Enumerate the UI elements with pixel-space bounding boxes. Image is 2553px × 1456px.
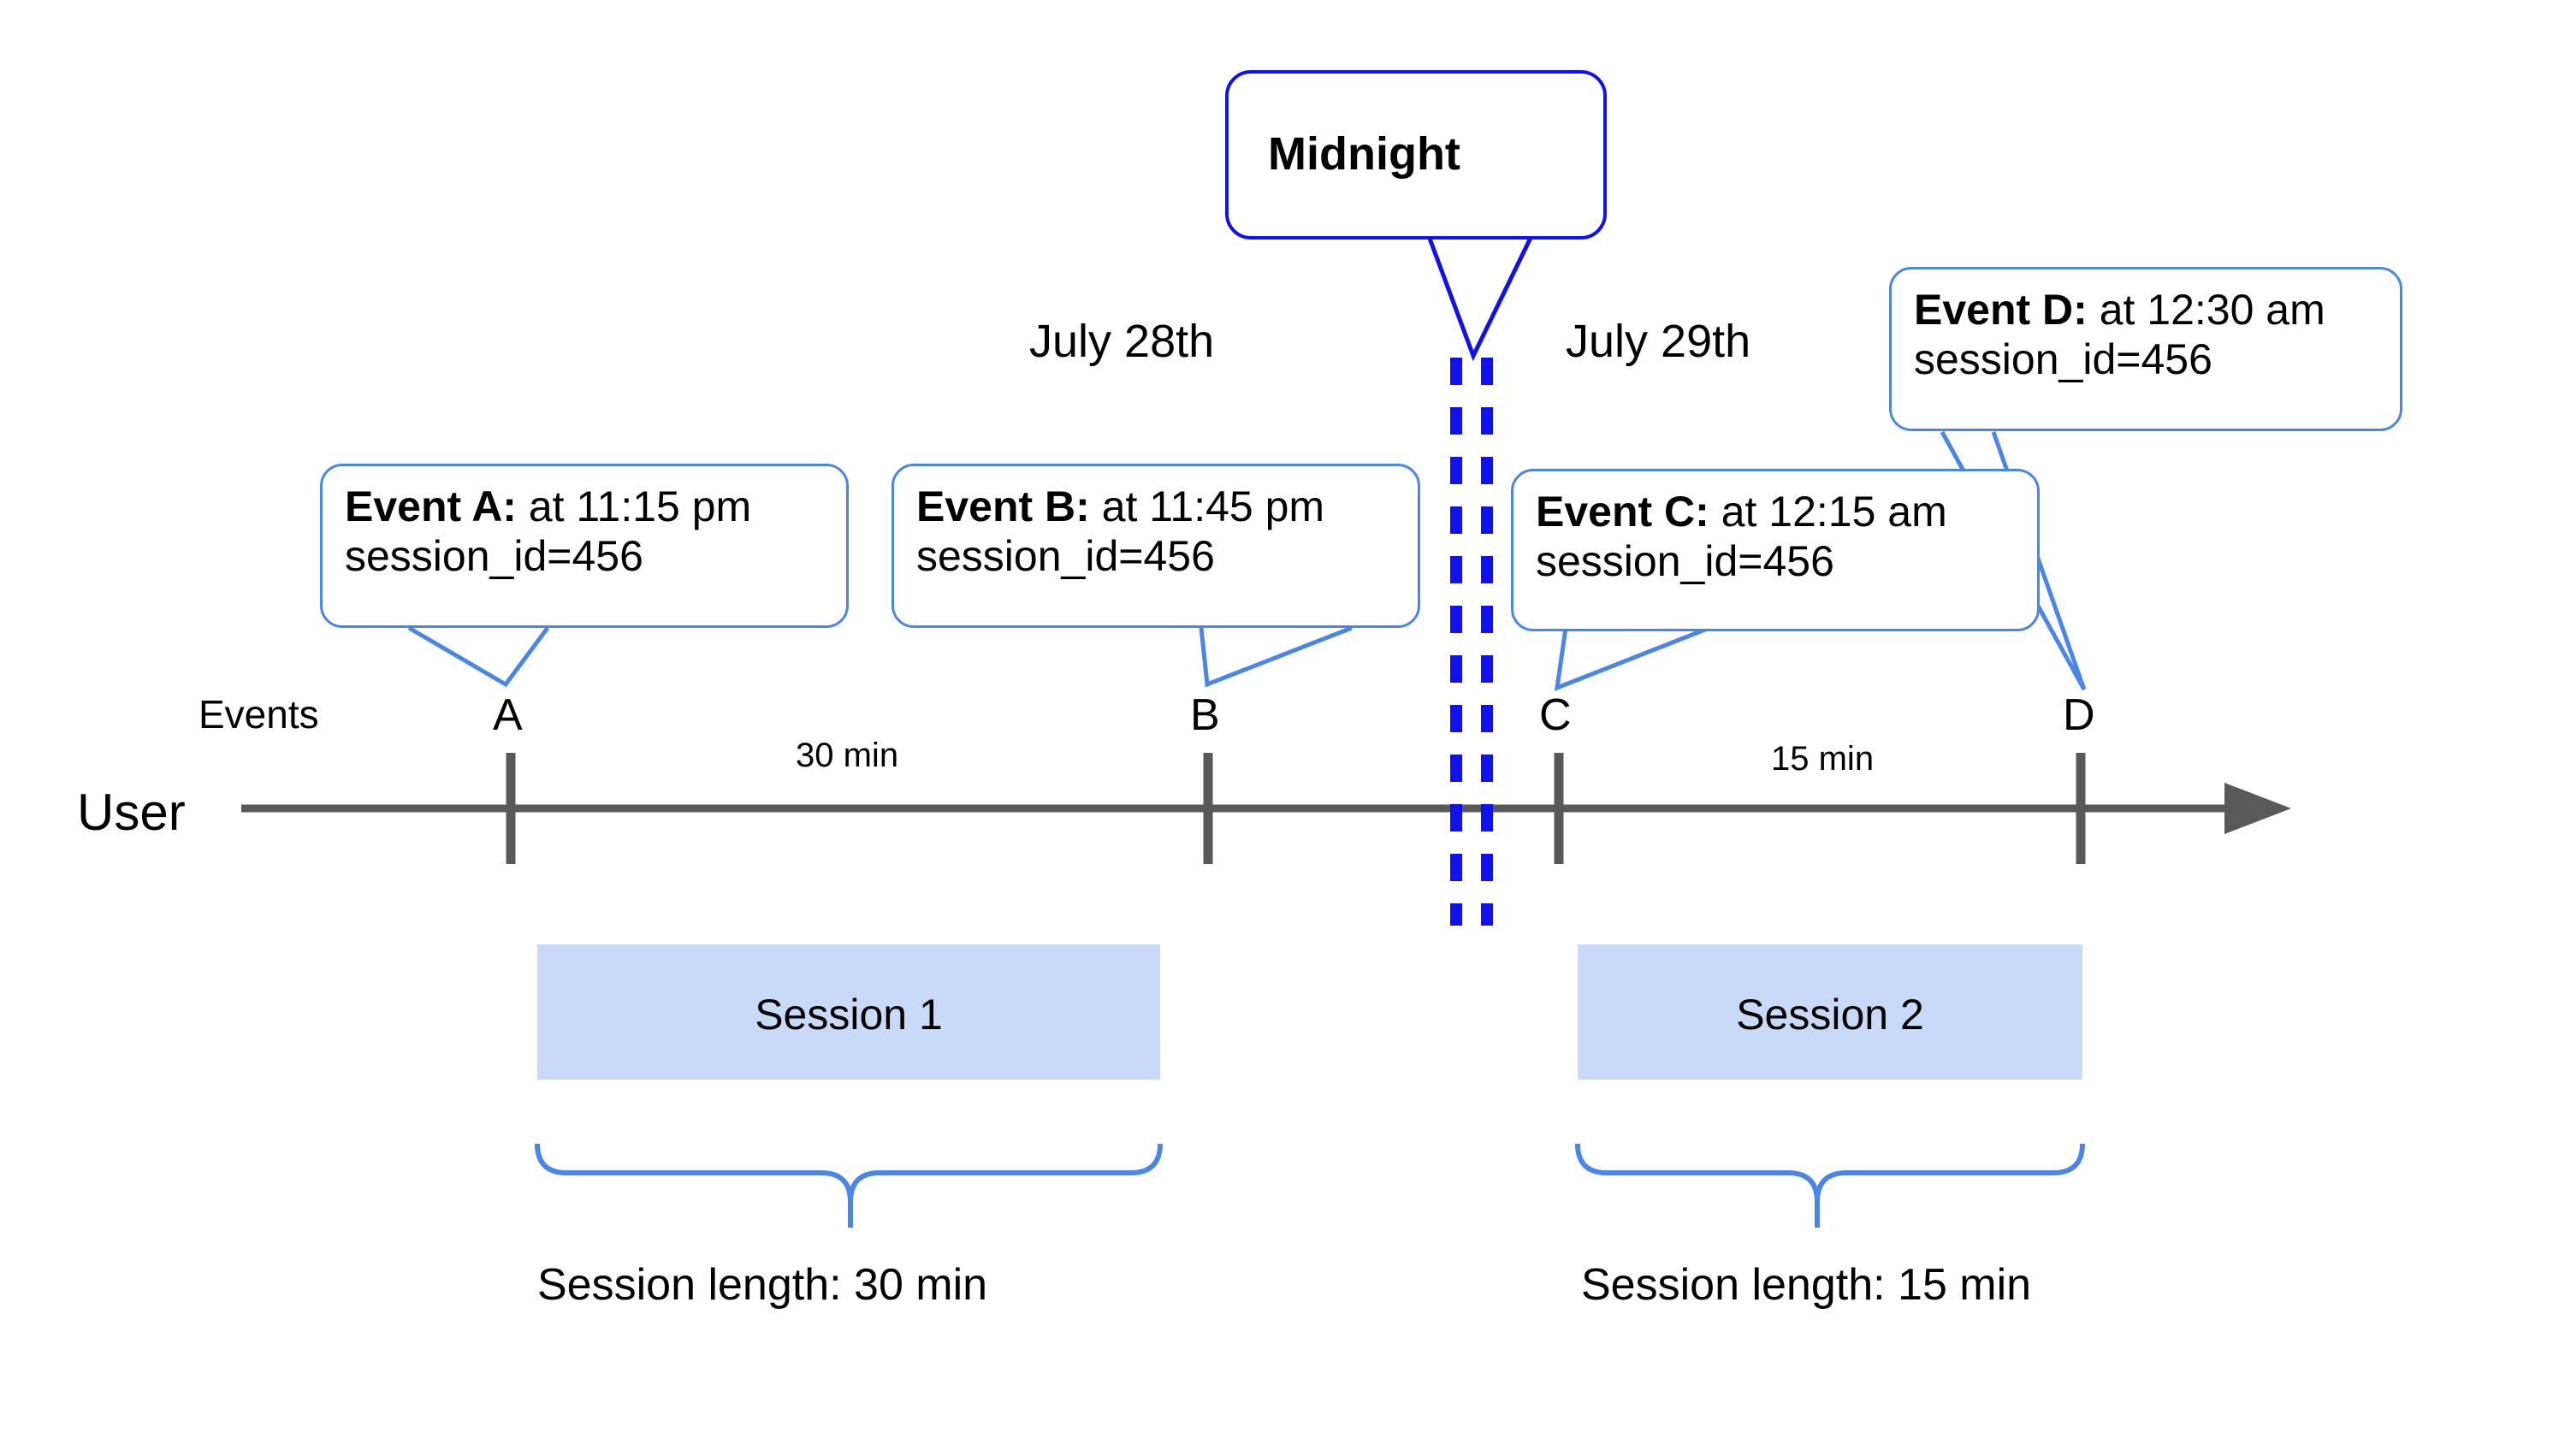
session-2-label: Session 2 bbox=[1736, 991, 1924, 1039]
midnight-divider bbox=[1450, 358, 1493, 926]
session-1-label: Session 1 bbox=[755, 991, 943, 1039]
event-c-callout: Event C: at 12:15 am session_id=456 bbox=[1511, 469, 2040, 631]
event-b-session-id: session_id=456 bbox=[916, 532, 1215, 580]
session-2-brace bbox=[1575, 1143, 2085, 1228]
duration-label-30-min: 30 min bbox=[796, 737, 899, 774]
day-label-july-29: July 29th bbox=[1566, 316, 1751, 367]
event-a-callout-tail bbox=[407, 625, 550, 688]
event-d-time: at 12:30 am bbox=[2087, 286, 2325, 334]
event-letter-b: B bbox=[1190, 690, 1220, 740]
event-d-title: Event D: bbox=[1914, 286, 2088, 334]
event-d-session-id: session_id=456 bbox=[1914, 335, 2212, 383]
event-c-title: Event C: bbox=[1536, 488, 1709, 536]
session-1-length-caption: Session length: 30 min bbox=[537, 1260, 988, 1310]
event-c-callout-tail bbox=[1554, 625, 1710, 691]
events-row-label: Events bbox=[198, 692, 319, 737]
event-letter-a: A bbox=[493, 690, 523, 740]
event-a-callout-line-1: Event A: at 11:15 pm bbox=[345, 482, 824, 531]
duration-label-15-min: 15 min bbox=[1771, 740, 1875, 778]
day-label-july-28: July 28th bbox=[1029, 316, 1215, 367]
event-c-session-id: session_id=456 bbox=[1536, 537, 1834, 585]
event-b-callout-line-1: Event B: at 11:45 pm bbox=[916, 482, 1395, 531]
event-b-callout: Event B: at 11:45 pm session_id=456 bbox=[891, 464, 1420, 628]
event-b-time: at 11:45 pm bbox=[1089, 482, 1325, 530]
event-d-callout-line-1: Event D: at 12:30 am bbox=[1914, 285, 2378, 334]
session-1-brace bbox=[535, 1143, 1163, 1228]
event-b-callout-tail bbox=[1199, 625, 1353, 688]
event-letter-d: D bbox=[2063, 690, 2095, 740]
event-a-title: Event A: bbox=[345, 482, 517, 530]
midnight-callout-label: Midnight bbox=[1268, 128, 1460, 181]
midnight-callout: Midnight bbox=[1225, 70, 1607, 240]
event-d-callout: Event D: at 12:30 am session_id=456 bbox=[1889, 267, 2402, 431]
event-letter-c: C bbox=[1539, 690, 1572, 740]
event-a-time: at 11:15 pm bbox=[516, 482, 752, 530]
event-c-time: at 12:15 am bbox=[1709, 488, 1947, 536]
midnight-callout-tail bbox=[1426, 234, 1534, 362]
session-2-length-caption: Session length: 15 min bbox=[1581, 1260, 2032, 1310]
event-a-session-id: session_id=456 bbox=[345, 532, 643, 580]
event-a-callout: Event A: at 11:15 pm session_id=456 bbox=[320, 464, 849, 628]
timeline-axis bbox=[241, 783, 2291, 834]
event-c-callout-line-1: Event C: at 12:15 am bbox=[1536, 487, 2015, 536]
event-b-title: Event B: bbox=[916, 482, 1090, 530]
user-lane-label: User bbox=[77, 784, 186, 841]
